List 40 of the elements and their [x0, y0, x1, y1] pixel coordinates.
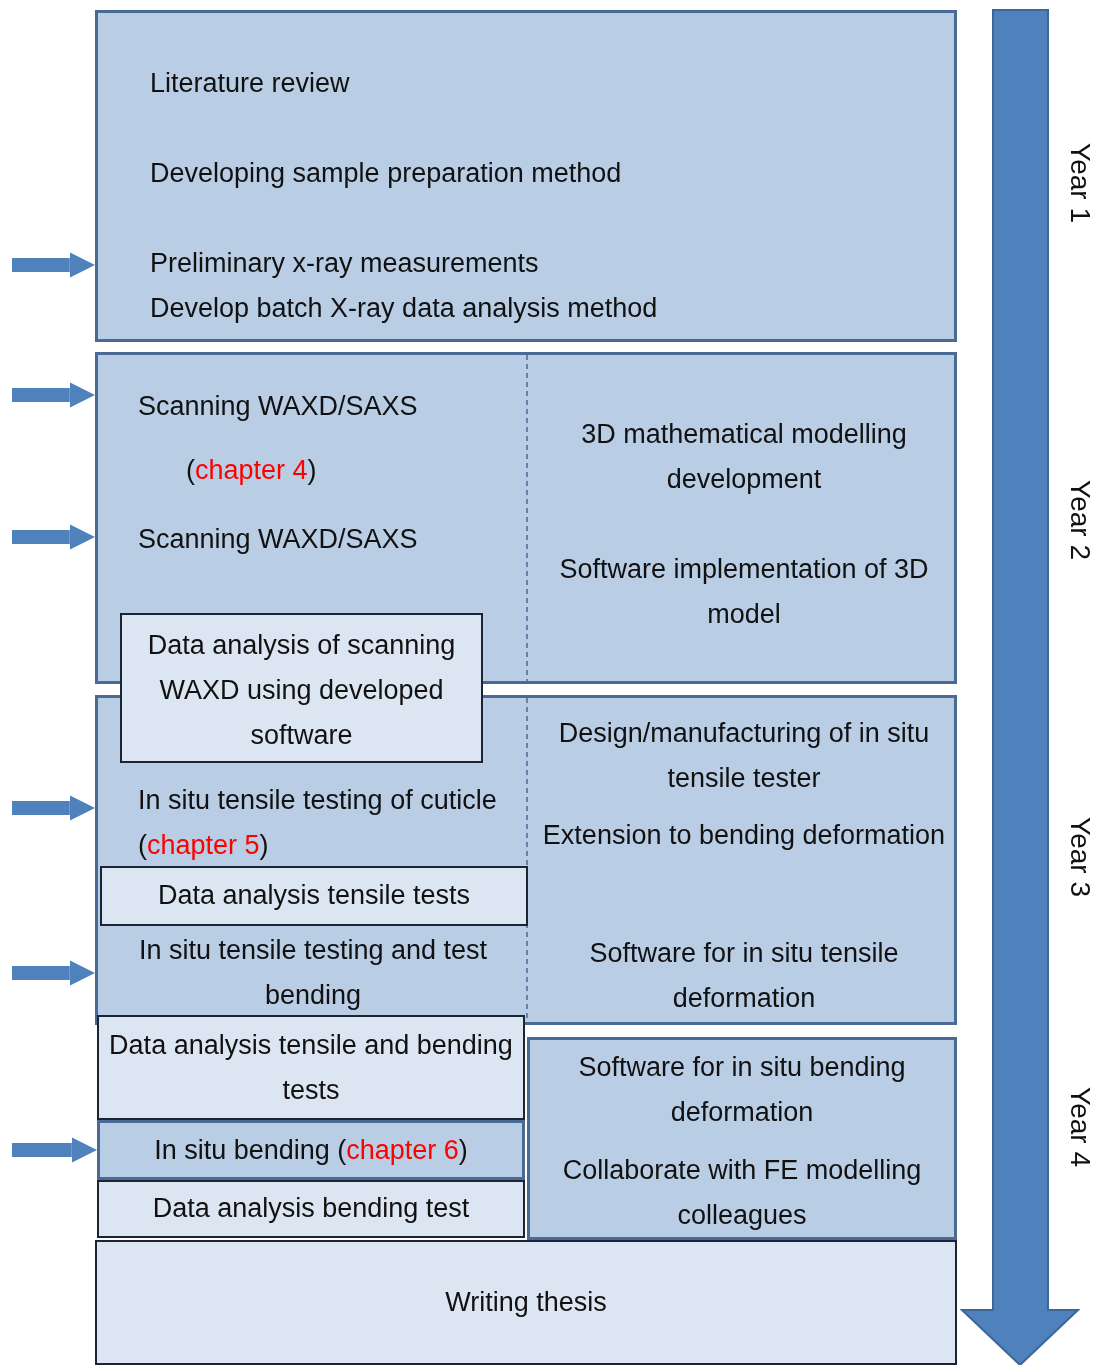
arrow [12, 252, 95, 278]
task-box [97, 1015, 525, 1120]
task-text: Data analysis tensile tests [156, 879, 472, 912]
year-label: Year 3 [1064, 816, 1097, 899]
task-box [97, 1120, 525, 1180]
timeline-panel [527, 1037, 957, 1240]
task-text: Data analysis bending test [151, 1192, 471, 1225]
task-box [95, 1240, 957, 1365]
year-label: Year 1 [1064, 142, 1097, 225]
task-text: Data analysis tensile and bending tests [108, 1029, 514, 1107]
arrow [12, 795, 95, 821]
task-text: Collaborate with FE modelling colleagues [561, 1154, 923, 1232]
task-box [97, 1180, 525, 1238]
task-text: Preliminary x-ray measurements [150, 247, 540, 280]
task-text: Literature review [150, 67, 351, 100]
task-text: Writing thesis [444, 1286, 608, 1319]
task-text: Software for in situ tensile deformation [588, 937, 900, 1015]
timeline-panel [95, 10, 957, 342]
task-text: Software implementation of 3D model [558, 553, 930, 631]
task-text: Design/manufacturing of in situ tensile tester [557, 717, 931, 795]
task-text: (chapter 4) [186, 454, 318, 487]
task-text: Software for in situ bending deformation [577, 1051, 907, 1129]
task-text: In situ tensile testing of cuticle (chapter 5) [138, 784, 498, 862]
task-box [120, 613, 483, 763]
task-text: In situ bending (chapter 6) [153, 1134, 469, 1167]
task-text: 3D mathematical modelling development [580, 418, 908, 496]
arrow [12, 524, 95, 550]
task-text: In situ tensile testing and test bending [137, 934, 489, 1012]
arrow [12, 960, 95, 986]
task-text: Scanning WAXD/SAXS [138, 390, 419, 423]
year-label: Year 4 [1064, 1086, 1097, 1169]
arrow [12, 382, 95, 408]
task-box [100, 866, 528, 926]
task-text: Extension to bending deformation [541, 819, 947, 852]
task-text: Scanning WAXD/SAXS [138, 523, 419, 556]
task-text: Developing sample preparation method [150, 157, 623, 190]
task-text: Develop batch X-ray data analysis method [150, 292, 659, 325]
task-text: Data analysis of scanning WAXD using developed software [146, 629, 457, 752]
arrow [12, 1137, 97, 1163]
year-label: Year 2 [1064, 479, 1097, 562]
